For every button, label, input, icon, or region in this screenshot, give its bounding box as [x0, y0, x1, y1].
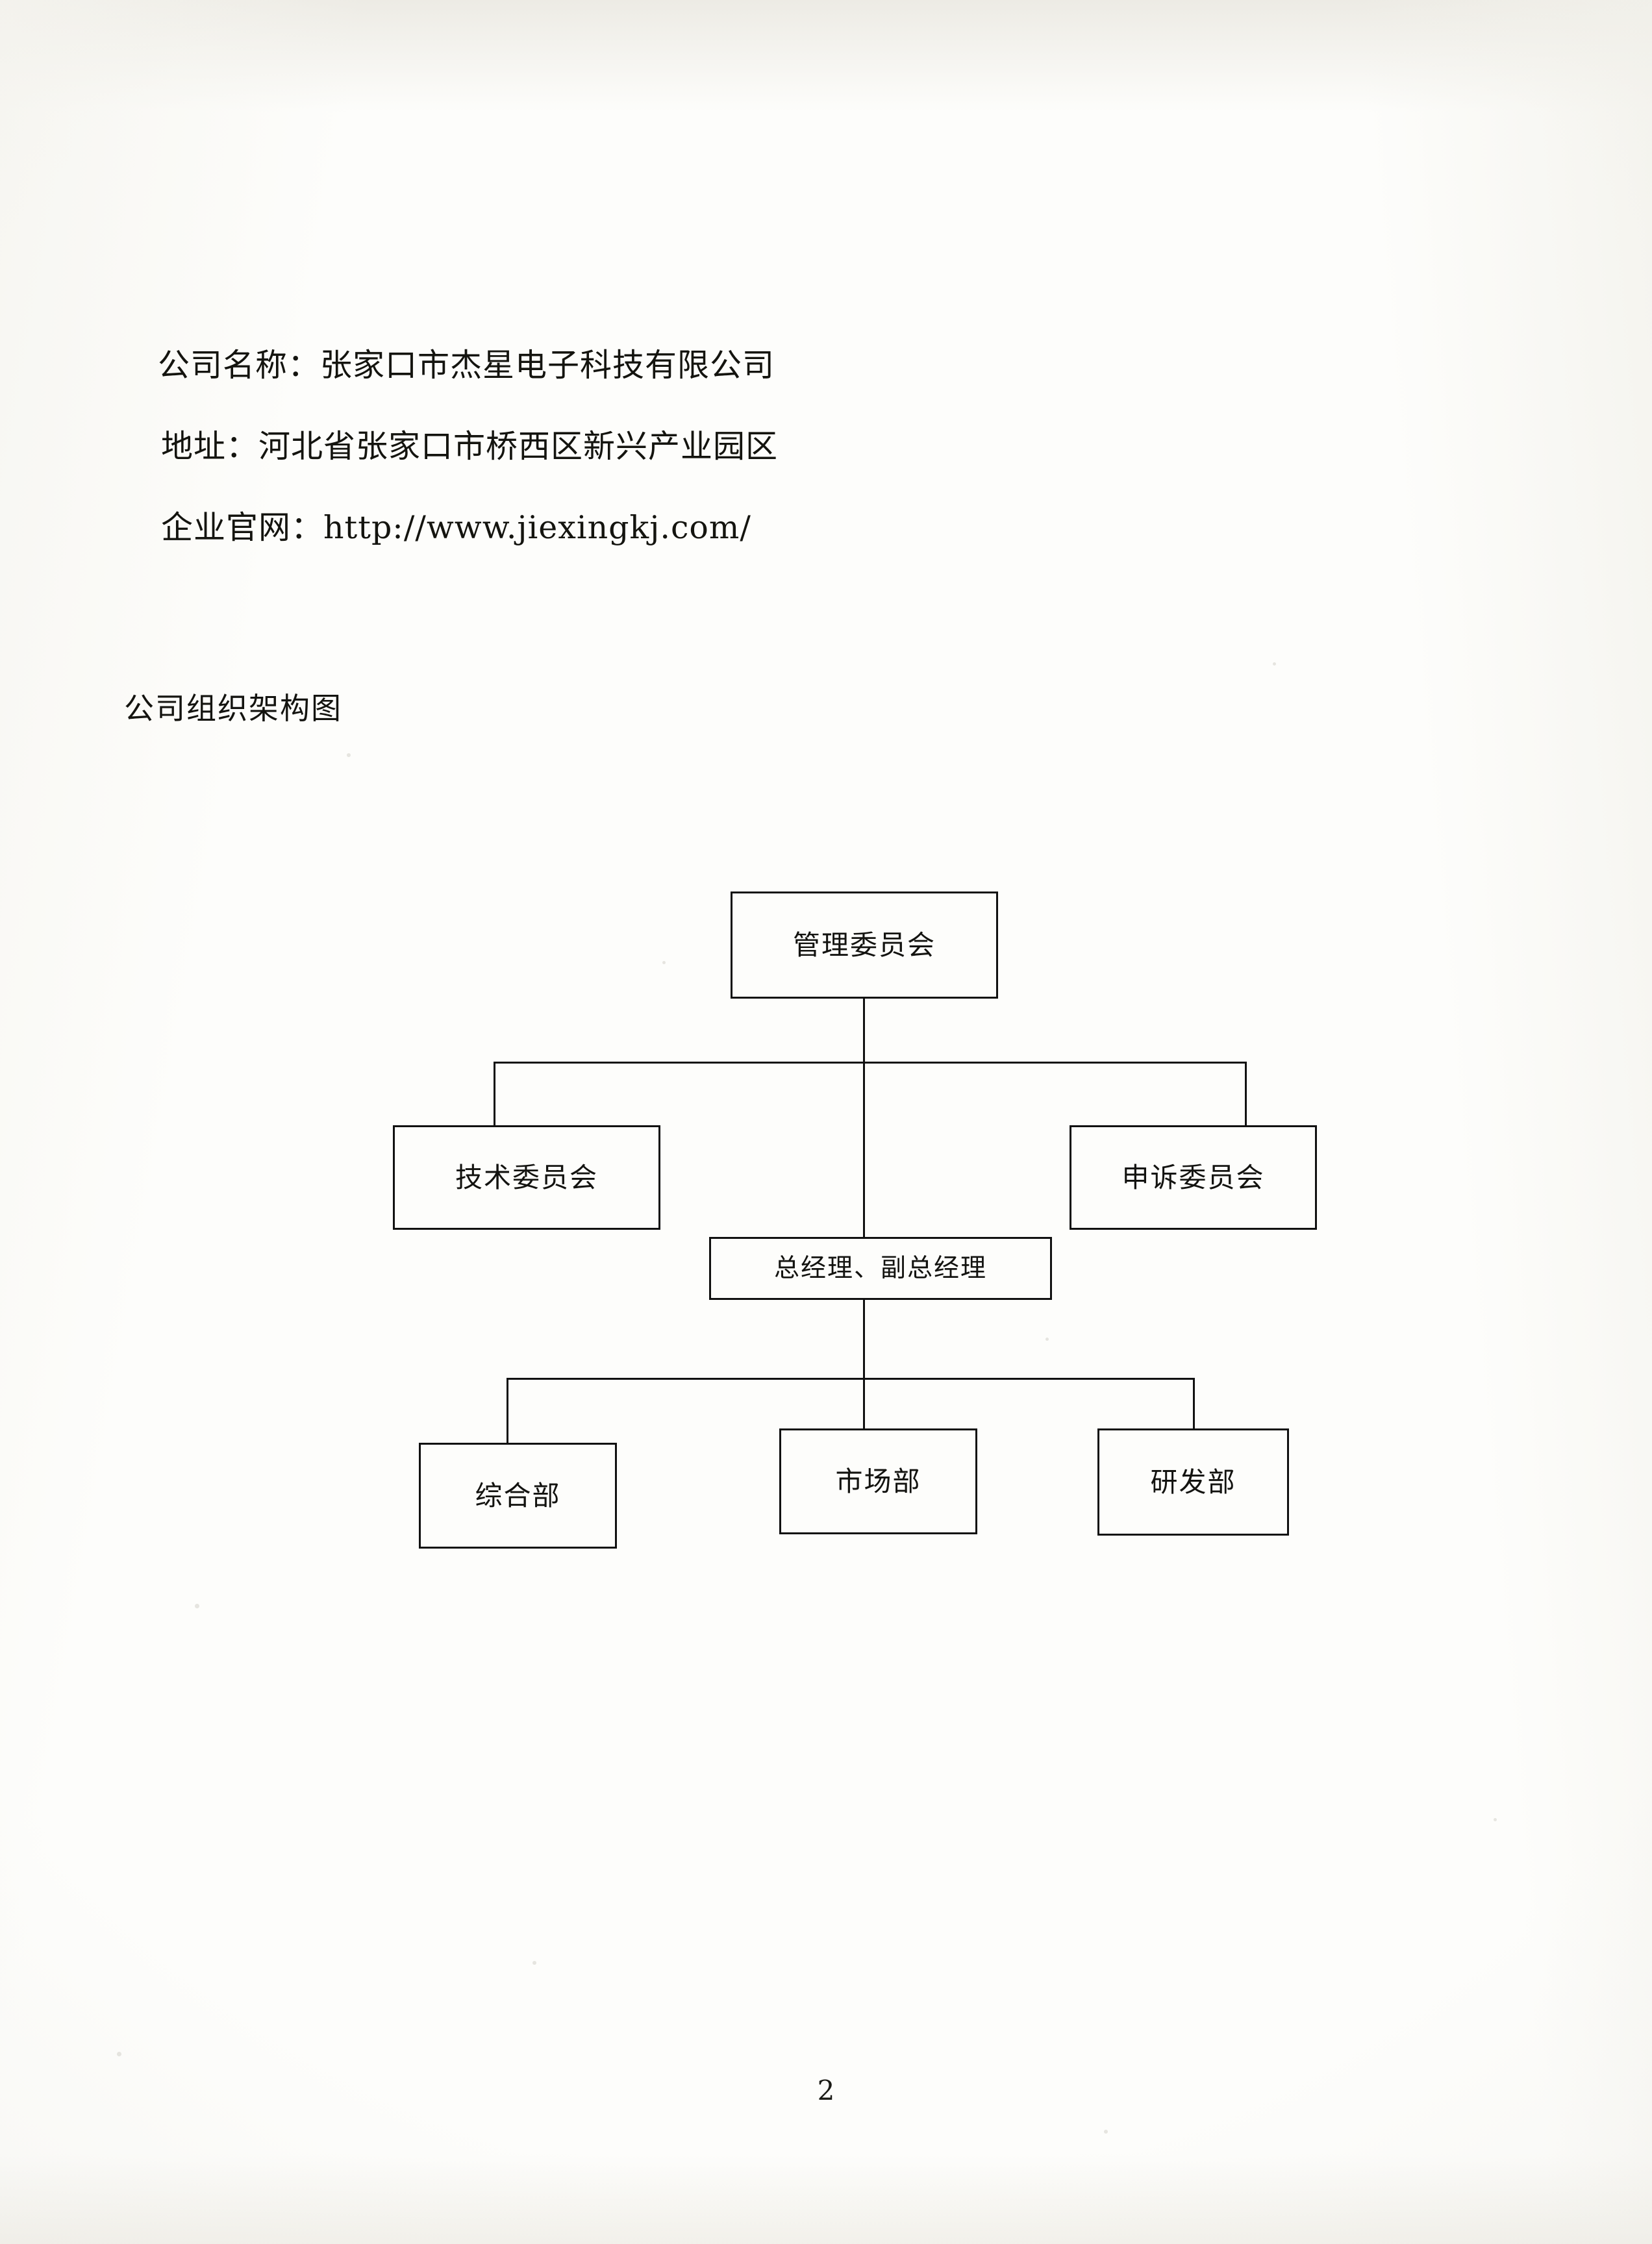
connector-to-rd-dept — [1193, 1378, 1195, 1428]
connector-to-general-manager — [863, 1062, 865, 1237]
org-node-label: 研发部 — [1150, 1465, 1236, 1498]
connector-level1-bar — [494, 1062, 1247, 1064]
company-name-line: 公司名称：张家口市杰星电子科技有限公司 — [158, 347, 775, 384]
connector-level2-bar — [507, 1378, 1195, 1380]
connector-gm-down — [863, 1300, 865, 1378]
org-node-general-manager[interactable]: 总经理、副总经理 — [709, 1237, 1052, 1300]
connector-to-marketing-dept — [863, 1378, 865, 1428]
org-node-label: 申诉委员会 — [1121, 1161, 1265, 1193]
connector-to-appeal-committee — [1245, 1062, 1247, 1125]
section-title: 公司组织架构图 — [124, 691, 342, 726]
org-node-appeal-committee[interactable]: 申诉委员会 — [1070, 1125, 1317, 1230]
org-node-mgmt-committee[interactable]: 管理委员会 — [731, 891, 998, 999]
org-node-label: 市场部 — [835, 1465, 921, 1497]
org-node-label: 总经理、副总经理 — [773, 1254, 987, 1283]
page-number: 2 — [817, 2075, 835, 2106]
org-node-tech-committee[interactable]: 技术委员会 — [393, 1125, 660, 1230]
connector-to-general-affairs — [507, 1378, 508, 1443]
org-node-label: 技术委员会 — [455, 1161, 598, 1193]
connector-to-tech-committee — [494, 1062, 495, 1125]
company-address-line: 地址：河北省张家口市桥西区新兴产业园区 — [161, 428, 779, 465]
org-node-rd-dept[interactable]: 研发部 — [1097, 1428, 1289, 1536]
connector-mgmt-down — [863, 999, 865, 1062]
org-node-general-affairs[interactable]: 综合部 — [419, 1443, 617, 1549]
org-node-label: 综合部 — [475, 1479, 561, 1512]
org-node-marketing-dept[interactable]: 市场部 — [779, 1428, 977, 1534]
company-website-line: 企业官网：http://www.jiexingkj.com/ — [161, 509, 751, 546]
org-node-label: 管理委员会 — [792, 929, 936, 961]
company-info-block: 公司名称：张家口市杰星电子科技有限公司 地址：河北省张家口市桥西区新兴产业园区 … — [158, 325, 1262, 568]
